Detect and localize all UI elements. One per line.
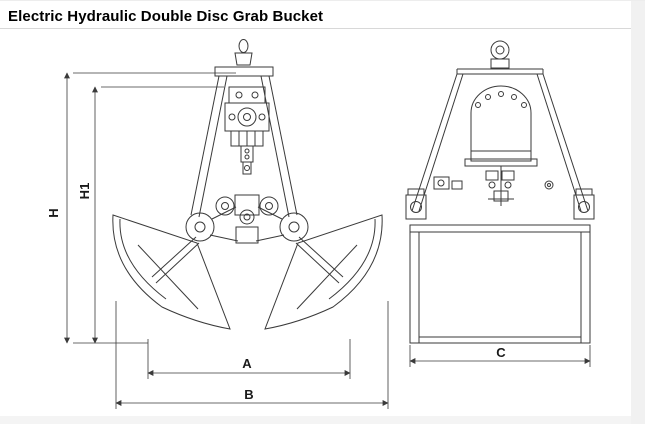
- front-view-drawing: [112, 39, 383, 330]
- title-bar: Electric Hydraulic Double Disc Grab Buck…: [8, 5, 625, 27]
- dimension-H: [64, 72, 236, 344]
- motor-housing-front: [224, 86, 270, 175]
- bottom-gutter: [0, 416, 631, 424]
- title-divider: [0, 28, 631, 29]
- right-gutter: [631, 1, 645, 424]
- hydraulic-components: [433, 166, 554, 206]
- dimension-label-h1: H1: [77, 183, 92, 200]
- motor-housing-side: [464, 85, 538, 167]
- top-beam: [214, 66, 274, 77]
- dimension-label-b: B: [244, 387, 253, 402]
- dimension-H1: [92, 86, 224, 344]
- frame-arms: [190, 75, 298, 218]
- ear-brackets: [405, 188, 595, 220]
- dimension-B: [115, 301, 389, 409]
- top-beam-side: [456, 68, 544, 75]
- dimension-C: [409, 345, 591, 367]
- dimension-A: [147, 339, 351, 379]
- left-shell: [112, 214, 231, 330]
- lifting-eye-side: [490, 40, 510, 69]
- dimension-label-a: A: [242, 356, 252, 371]
- page-title: Electric Hydraulic Double Disc Grab Buck…: [8, 7, 324, 25]
- bucket-body-side: [409, 224, 591, 344]
- side-plates: [411, 73, 589, 212]
- side-view-drawing: [405, 40, 595, 344]
- hub-linkage: [185, 194, 309, 244]
- dimension-label-h: H: [46, 208, 61, 217]
- dimension-label-c: C: [496, 345, 506, 360]
- lifting-eye-front: [234, 39, 253, 66]
- right-shell: [264, 214, 383, 330]
